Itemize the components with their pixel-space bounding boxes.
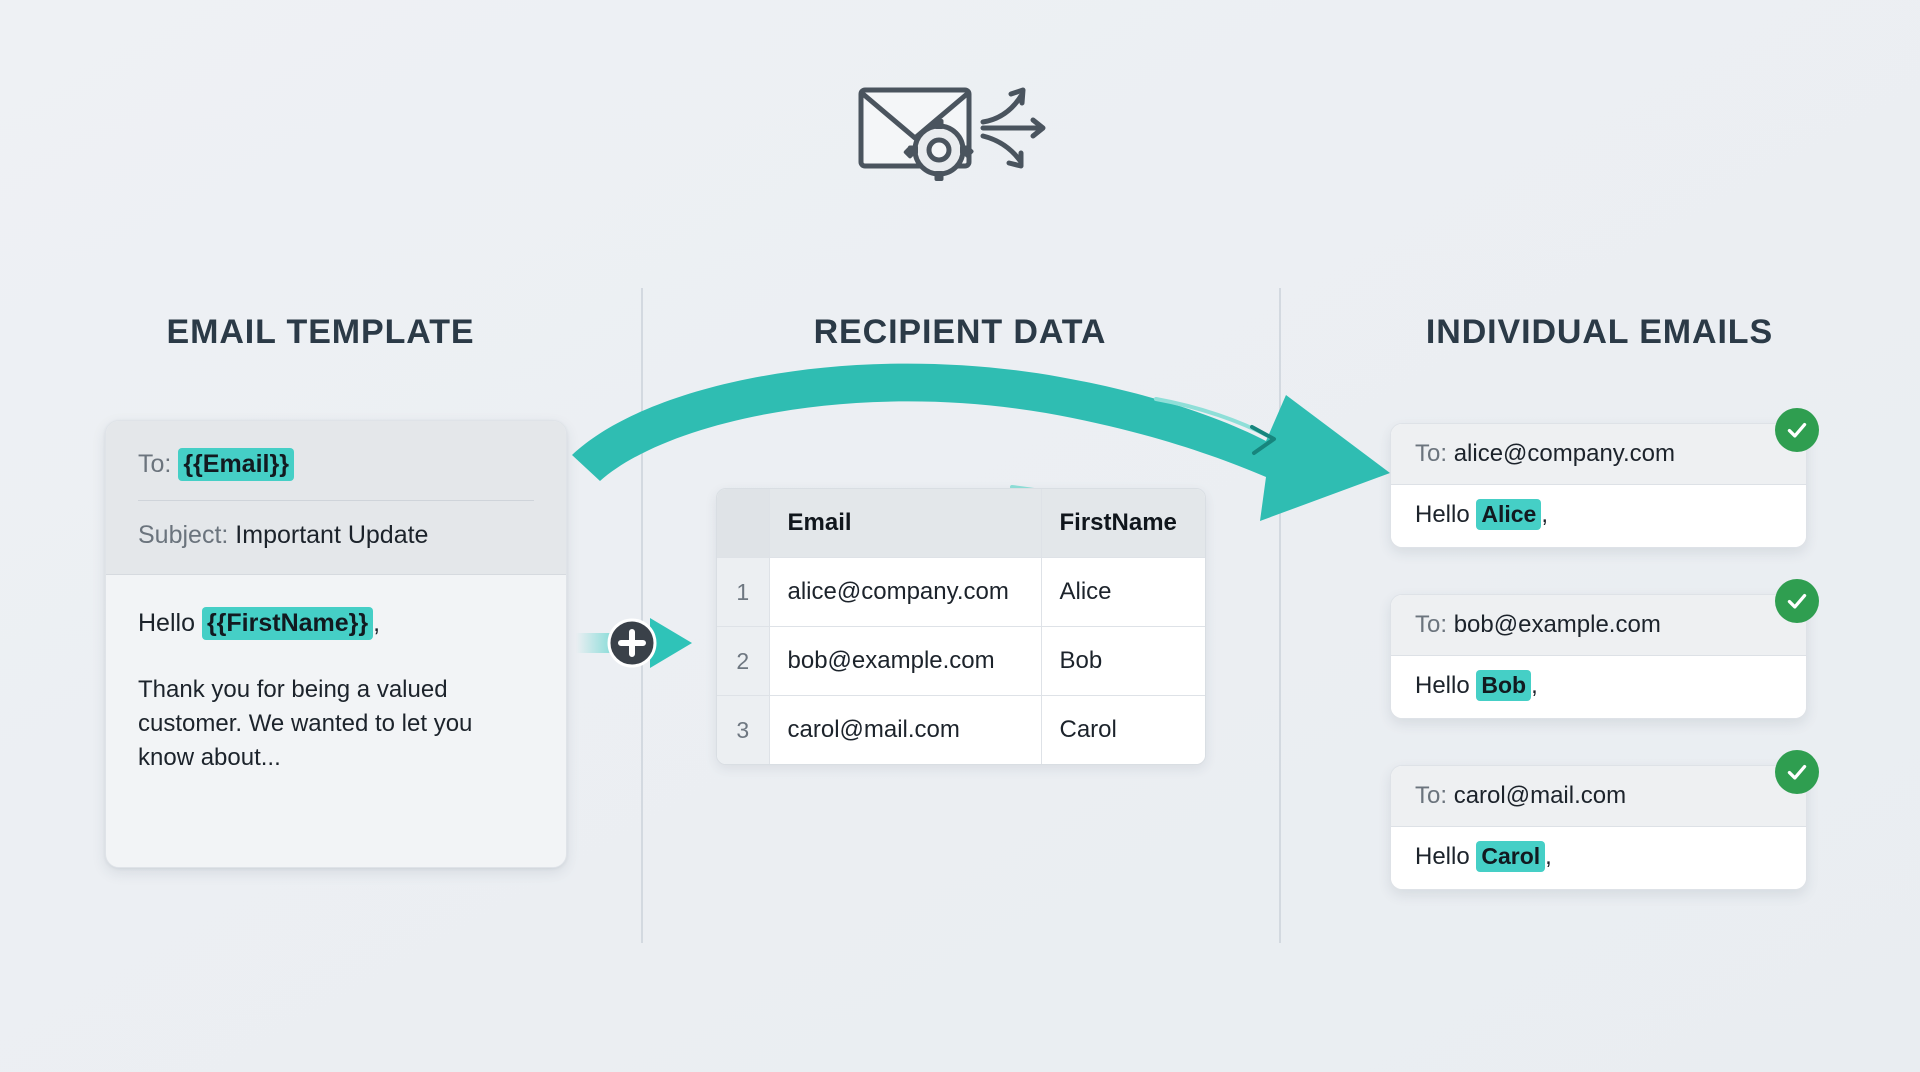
flow-arrowhead-1: [1250, 425, 1276, 455]
template-subject-row: Subject: Important Update: [138, 518, 534, 552]
row-number: 1: [717, 557, 770, 627]
template-subject-label: Subject:: [138, 521, 229, 549]
cell-email[interactable]: carol@mail.com: [769, 695, 1042, 764]
section-title-email-template: EMAIL TEMPLATE: [166, 313, 475, 351]
template-field-divider: [138, 500, 534, 501]
email-greeting-suffix: ,: [1545, 843, 1552, 870]
section-title-individual-emails: INDIVIDUAL EMAILS: [1425, 313, 1774, 351]
table-row[interactable]: 3 carol@mail.com Carol: [717, 695, 1205, 764]
template-firstname-token: {{FirstName}}: [201, 607, 374, 640]
template-greeting: Hello {{FirstName}},: [138, 605, 534, 641]
check-circle-icon: [1775, 750, 1819, 794]
table-row[interactable]: 1 alice@company.com Alice: [717, 557, 1205, 627]
template-to-token: {{Email}}: [178, 448, 294, 481]
template-greeting-prefix: Hello: [138, 609, 195, 637]
email-greeting-prefix: Hello: [1415, 501, 1470, 528]
email-to-value: alice@company.com: [1453, 440, 1676, 467]
email-card-header: To: bob@example.com: [1391, 595, 1806, 656]
table-row[interactable]: 2 bob@example.com Bob: [717, 626, 1205, 696]
column-header-email: Email: [769, 489, 1042, 558]
template-subject-value: Important Update: [235, 521, 429, 549]
column-header-firstname: FirstName: [1041, 489, 1205, 558]
email-merged-name: Alice: [1476, 499, 1542, 530]
column-divider-left: [641, 288, 643, 943]
email-merged-name: Bob: [1476, 670, 1532, 701]
recipient-data-table[interactable]: Email FirstName 1 alice@company.com Alic…: [716, 488, 1206, 765]
email-to-label: To:: [1415, 782, 1448, 809]
template-to-row: To: {{Email}}: [138, 447, 534, 481]
email-to-label: To:: [1415, 611, 1448, 638]
flow-line-1: [1154, 397, 1272, 439]
section-title-recipient-data: RECIPIENT DATA: [813, 313, 1107, 351]
cell-email[interactable]: alice@company.com: [769, 557, 1042, 627]
individual-email-card[interactable]: To: alice@company.com Hello Alice,: [1390, 423, 1807, 548]
template-to-label: To:: [138, 450, 172, 478]
check-circle-icon: [1775, 408, 1819, 452]
check-circle-icon: [1775, 579, 1819, 623]
individual-email-card[interactable]: To: bob@example.com Hello Bob,: [1390, 594, 1807, 719]
template-body: Hello {{FirstName}}, Thank you for being…: [106, 575, 566, 775]
column-header-rownum: [717, 489, 770, 558]
individual-email-card[interactable]: To: carol@mail.com Hello Carol,: [1390, 765, 1807, 890]
email-merged-name: Carol: [1476, 841, 1546, 872]
cell-firstname[interactable]: Carol: [1041, 695, 1205, 764]
row-number: 3: [717, 695, 770, 764]
row-number: 2: [717, 626, 770, 696]
email-card-header: To: carol@mail.com: [1391, 766, 1806, 827]
email-greeting-prefix: Hello: [1415, 672, 1470, 699]
column-divider-right: [1279, 288, 1281, 943]
email-card-body: Hello Alice,: [1391, 485, 1806, 547]
email-to-value: bob@example.com: [1453, 611, 1661, 638]
email-greeting-suffix: ,: [1541, 501, 1549, 528]
merge-connector: [576, 618, 692, 668]
email-card-body: Hello Carol,: [1391, 827, 1806, 889]
email-card-body: Hello Bob,: [1391, 656, 1806, 718]
email-template-card[interactable]: To: {{Email}} Subject: Important Update …: [105, 420, 567, 868]
email-to-label: To:: [1415, 440, 1448, 467]
envelope-gear-distribute-icon: [858, 87, 1046, 181]
email-to-value: carol@mail.com: [1453, 782, 1627, 809]
cell-firstname[interactable]: Alice: [1041, 557, 1205, 627]
template-greeting-suffix: ,: [373, 609, 381, 637]
cell-firstname[interactable]: Bob: [1041, 626, 1205, 696]
table-header-row: Email FirstName: [717, 489, 1205, 558]
template-paragraph: Thank you for being a valued customer. W…: [138, 676, 473, 771]
email-greeting-suffix: ,: [1531, 672, 1538, 699]
email-card-header: To: alice@company.com: [1391, 424, 1806, 485]
cell-email[interactable]: bob@example.com: [769, 626, 1042, 696]
email-greeting-prefix: Hello: [1415, 843, 1470, 870]
template-header: To: {{Email}} Subject: Important Update: [106, 421, 566, 575]
